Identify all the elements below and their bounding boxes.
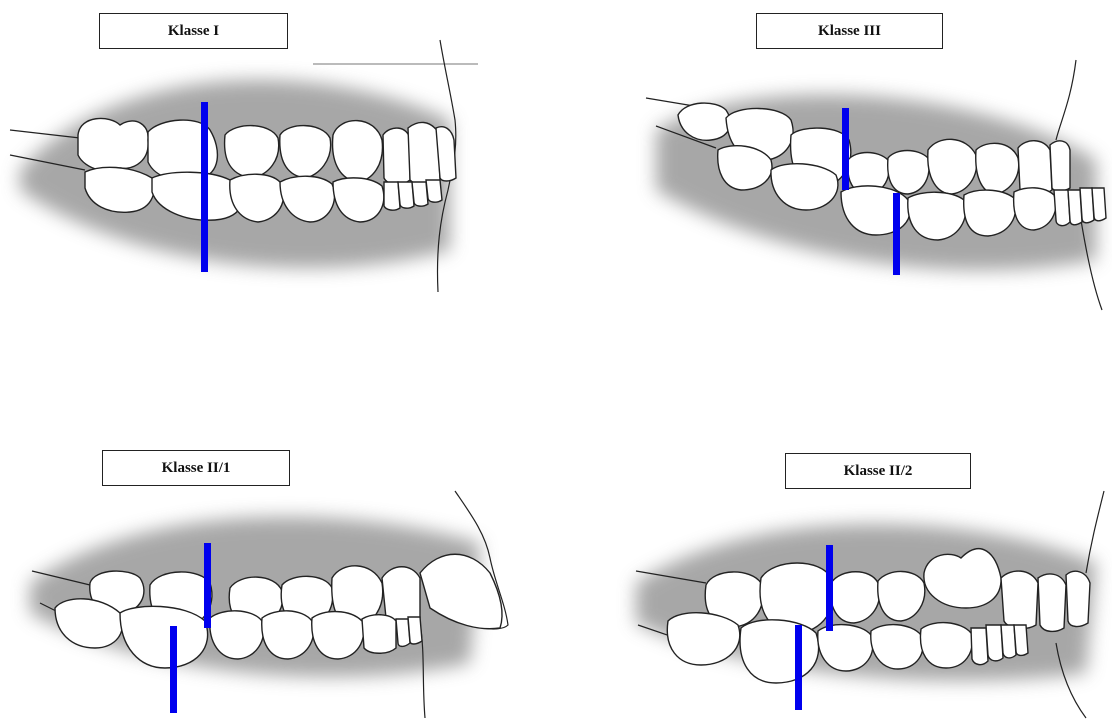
upper-front-incisor [436,127,456,181]
dentition-diagram-klasse-1 [0,0,556,363]
panel-klasse-1: Klasse I [0,0,556,363]
dentition-diagram-klasse-2-2 [556,363,1112,726]
upper-molar-marker [842,108,849,190]
upper-molar-marker [826,545,833,631]
lower-incisor-4 [1092,188,1106,221]
panel-klasse-2-1: Klasse II/1 [0,363,556,726]
upper-incisor-3 [1066,571,1090,626]
upper-incisor-3 [1050,141,1070,191]
lower-molar-marker [795,625,802,710]
lower-molar-1 [120,606,208,668]
lower-incisor-1 [1054,190,1070,226]
lower-molar-1 [740,620,819,683]
lower-incisor-3 [412,182,428,206]
lower-molar-marker [170,626,177,713]
upper-incisor-2 [1038,574,1066,631]
upper-lateral-incisor [383,128,410,184]
upper-molar-3 [78,118,148,171]
dentition-diagram-klasse-2-1 [0,363,556,726]
lower-incisor-1 [362,615,396,654]
lower-incisor-3 [408,617,422,644]
lower-molar-marker [893,193,900,275]
upper-canine [924,549,1001,608]
upper-central-incisor [408,122,440,184]
panel-klasse-3: Klasse III [556,0,1112,363]
lower-incisor-2 [398,182,414,208]
lower-canine [920,623,972,668]
dentition-diagram-klasse-3 [556,0,1112,363]
lower-molar-2 [667,613,739,665]
lower-incisor-1 [971,628,988,665]
lower-incisor-4 [1014,625,1028,655]
upper-incisor-1 [1001,571,1038,628]
upper-incisor-2 [1018,141,1052,195]
upper-lateral-incisor [382,567,420,624]
molar-relation-marker [201,102,208,272]
lower-incisor-2 [986,625,1003,661]
lower-molar-3 [718,146,772,190]
lower-incisor-1 [384,182,400,210]
lower-incisor-4 [426,180,442,202]
panel-klasse-2-2: Klasse II/2 [556,363,1112,726]
upper-molar-marker [204,543,211,628]
